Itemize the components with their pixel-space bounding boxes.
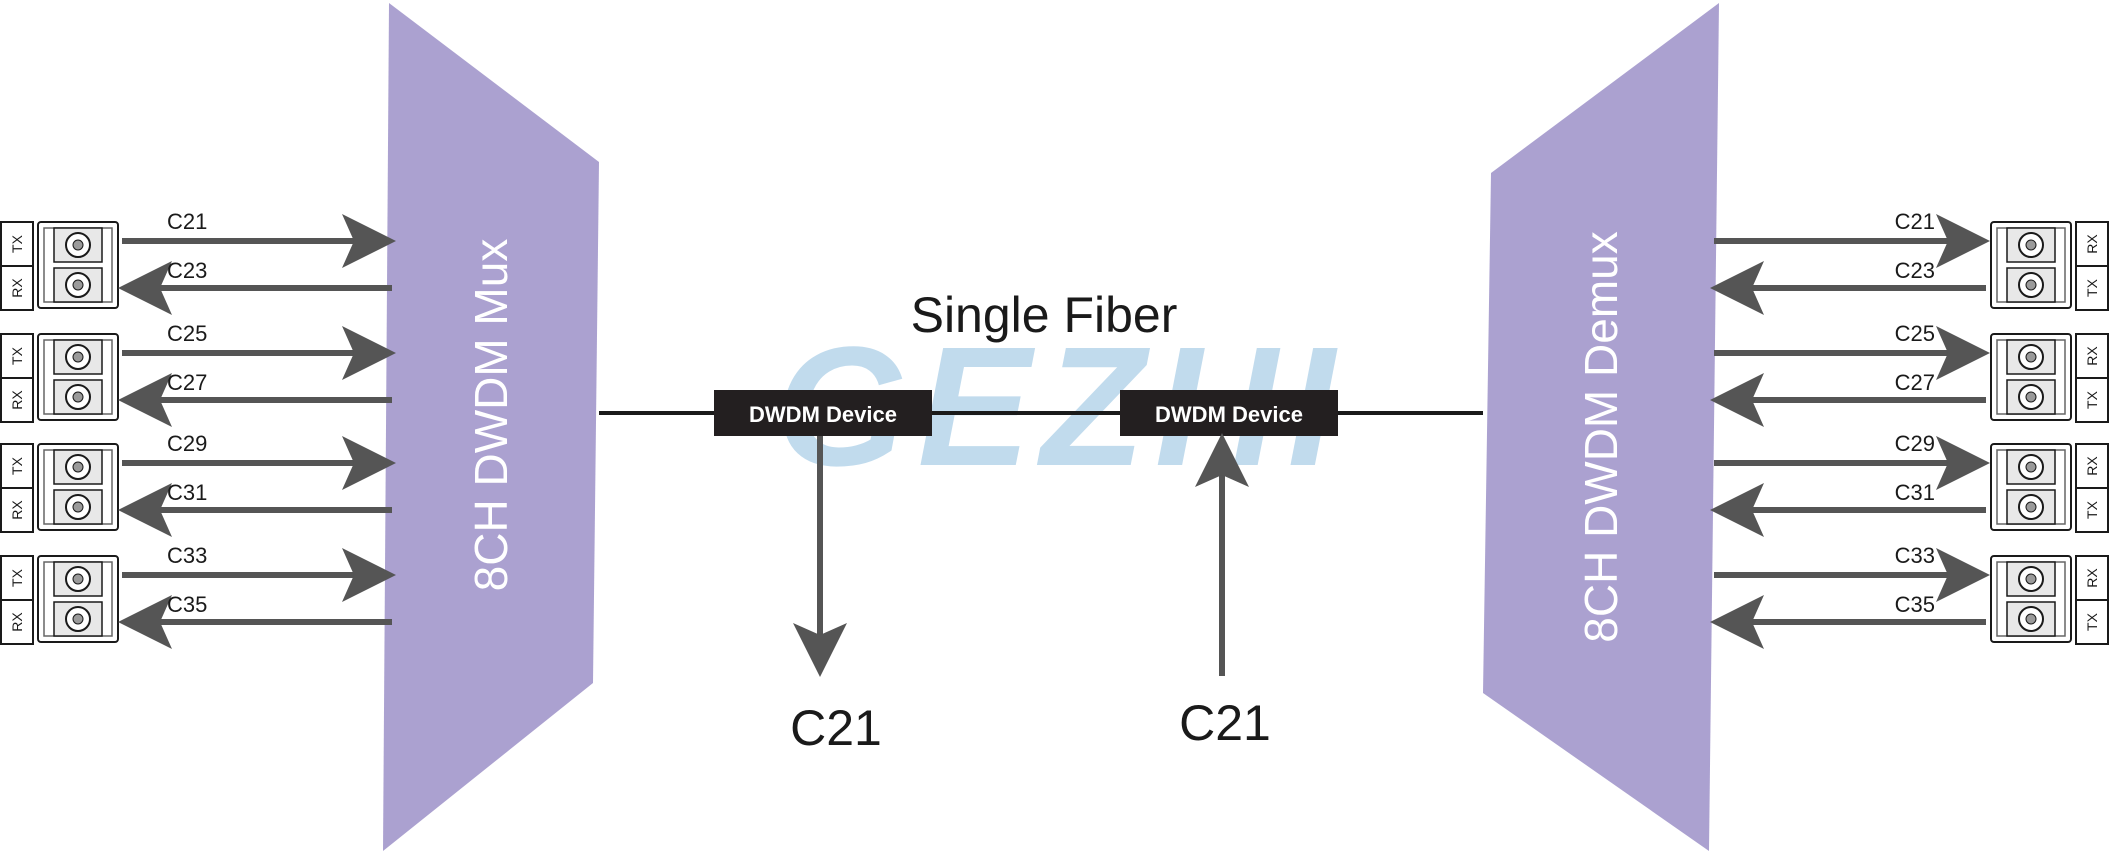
dwdm-device-1-label: DWDM Device bbox=[749, 402, 897, 427]
left-lc-ferrule-icon bbox=[72, 461, 84, 473]
left-out-channel-label: C25 bbox=[167, 321, 207, 346]
left-rx-label: RX bbox=[9, 278, 25, 298]
left-lc-ferrule-icon bbox=[72, 239, 84, 251]
left-lc-ferrule-icon bbox=[72, 613, 84, 625]
left-tx-label: TX bbox=[9, 568, 25, 587]
right-rx-box bbox=[2075, 221, 2109, 267]
right-lc-ferrule-icon bbox=[2025, 279, 2037, 291]
left-lc-ferrule-icon bbox=[72, 501, 84, 513]
left-tx-box bbox=[0, 333, 34, 379]
right-lc-ferrule-icon bbox=[2025, 461, 2037, 473]
right-tx-label: TX bbox=[2084, 278, 2100, 297]
demux-block bbox=[1483, 3, 1719, 851]
right-tx-label: TX bbox=[2084, 500, 2100, 519]
left-lc-ferrule-icon bbox=[72, 573, 84, 585]
right-lc-ferrule-icon bbox=[2025, 391, 2037, 403]
right-out-channel-label: C25 bbox=[1895, 321, 1935, 346]
dwdm-device-1 bbox=[714, 390, 932, 436]
left-out-channel-label: C21 bbox=[167, 209, 207, 234]
left-tx-box bbox=[0, 221, 34, 267]
right-rx-label: RX bbox=[2084, 568, 2100, 588]
right-tx-label: TX bbox=[2084, 390, 2100, 409]
left-tx-label: TX bbox=[9, 234, 25, 253]
left-lc-ferrule-icon bbox=[72, 351, 84, 363]
right-lc-ferrule-icon bbox=[2025, 501, 2037, 513]
left-rx-box bbox=[0, 599, 34, 645]
left-rx-box bbox=[0, 265, 34, 311]
demux-label: 8CH DWDM Demux bbox=[1575, 231, 1627, 642]
left-in-channel-label: C27 bbox=[167, 370, 207, 395]
dwdm-device-2 bbox=[1120, 390, 1338, 436]
right-lc-ferrule-icon bbox=[2025, 239, 2037, 251]
left-rx-label: RX bbox=[9, 612, 25, 632]
left-rx-label: RX bbox=[9, 390, 25, 410]
right-tx-box bbox=[2075, 487, 2109, 533]
left-tx-label: TX bbox=[9, 456, 25, 475]
left-tx-label: TX bbox=[9, 346, 25, 365]
left-in-channel-label: C35 bbox=[167, 592, 207, 617]
right-tx-box bbox=[2075, 377, 2109, 423]
right-in-channel-label: C35 bbox=[1895, 592, 1935, 617]
right-out-channel-label: C29 bbox=[1895, 431, 1935, 456]
right-rx-label: RX bbox=[2084, 346, 2100, 366]
mux-label: 8CH DWDM Mux bbox=[465, 239, 517, 592]
single-fiber-title: Single Fiber bbox=[911, 287, 1178, 343]
left-lc-ferrule-icon bbox=[72, 279, 84, 291]
left-lc-ferrule-icon bbox=[72, 391, 84, 403]
right-in-channel-label: C27 bbox=[1895, 370, 1935, 395]
left-out-channel-label: C29 bbox=[167, 431, 207, 456]
right-tx-label: TX bbox=[2084, 612, 2100, 631]
left-out-channel-label: C33 bbox=[167, 543, 207, 568]
right-lc-ferrule-icon bbox=[2025, 573, 2037, 585]
left-rx-box bbox=[0, 487, 34, 533]
right-out-channel-label: C33 bbox=[1895, 543, 1935, 568]
right-in-channel-label: C31 bbox=[1895, 480, 1935, 505]
right-rx-label: RX bbox=[2084, 234, 2100, 254]
right-tx-box bbox=[2075, 265, 2109, 311]
right-lc-ferrule-icon bbox=[2025, 351, 2037, 363]
mux-block bbox=[383, 3, 599, 851]
drop-label: C21 bbox=[790, 700, 882, 756]
right-out-channel-label: C21 bbox=[1895, 209, 1935, 234]
left-in-channel-label: C23 bbox=[167, 258, 207, 283]
left-rx-box bbox=[0, 377, 34, 423]
dwdm-device-2-label: DWDM Device bbox=[1155, 402, 1303, 427]
left-rx-label: RX bbox=[9, 500, 25, 520]
right-tx-box bbox=[2075, 599, 2109, 645]
add-label: C21 bbox=[1179, 695, 1271, 751]
right-lc-ferrule-icon bbox=[2025, 613, 2037, 625]
left-tx-box bbox=[0, 443, 34, 489]
right-rx-label: RX bbox=[2084, 456, 2100, 476]
right-in-channel-label: C23 bbox=[1895, 258, 1935, 283]
left-in-channel-label: C31 bbox=[167, 480, 207, 505]
